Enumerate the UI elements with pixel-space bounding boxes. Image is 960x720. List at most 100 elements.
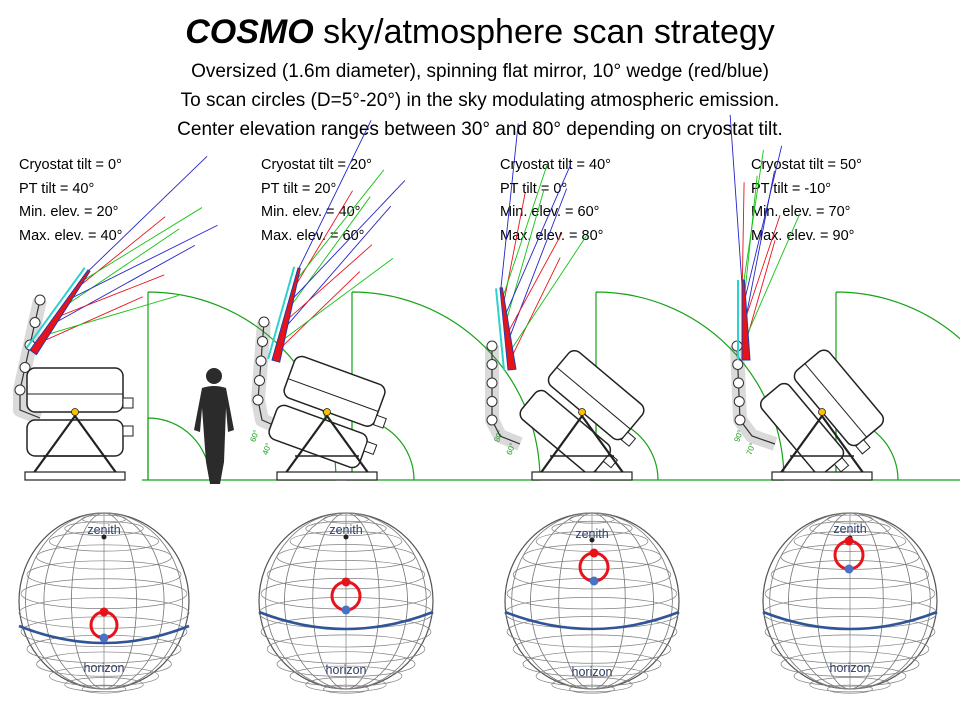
beam-ray — [741, 145, 783, 312]
cryostat-tilt-text: Cryostat tilt = 40° — [500, 157, 611, 173]
cryostat-band — [804, 363, 868, 438]
globe-parallel — [323, 684, 369, 694]
scan-bottom-point — [589, 576, 599, 586]
max-elev-text: Max. elev. = 80° — [500, 227, 604, 244]
tripod — [779, 414, 865, 475]
pulse-tube — [620, 431, 637, 447]
person-silhouette — [194, 368, 234, 484]
globe-parallel — [780, 651, 920, 677]
cryostat — [519, 349, 645, 475]
pivot-bearing — [578, 408, 586, 416]
beam-ray — [503, 189, 545, 330]
person-head — [206, 368, 222, 384]
cryostat — [759, 349, 885, 475]
globe-parallel — [569, 514, 615, 524]
globe-parallel — [276, 651, 416, 677]
globe-parallel — [266, 560, 426, 590]
spinning-mirror — [271, 267, 301, 363]
cryostat-band — [287, 378, 379, 412]
arc-label: 80° — [492, 429, 505, 443]
globe-parallel — [276, 544, 416, 570]
beam-ray — [729, 114, 743, 285]
globe-parallel — [81, 514, 127, 524]
support-ring — [29, 317, 41, 328]
globe-parallel — [793, 665, 907, 687]
cryostat-tilt-text: Cryostat tilt = 50° — [751, 157, 862, 173]
config-0-params: Cryostat tilt = 0° PT tilt = 40° Min. el… — [19, 154, 122, 248]
globe-parallel — [551, 677, 633, 693]
beam-ray — [52, 274, 165, 320]
globe-parallel — [36, 544, 172, 570]
horizon-line — [18, 624, 190, 645]
cryostat-tilt-text: Cryostat tilt = 20° — [261, 157, 372, 173]
tripod — [32, 414, 118, 475]
horizon-label: horizon — [326, 663, 367, 677]
scan-bottom-point — [341, 605, 351, 615]
beam-ray — [293, 169, 385, 284]
support-ring — [14, 384, 26, 396]
beam-ray — [741, 213, 801, 347]
zenith-point — [101, 534, 107, 540]
inner-arc — [147, 417, 211, 481]
pulse-tube — [833, 457, 850, 473]
subtitle-line-3: Center elevation ranges between 30° and … — [177, 119, 783, 140]
pulse-tube — [602, 452, 619, 469]
beam-ray — [284, 196, 371, 315]
globe-parallel — [49, 531, 159, 552]
support-ring — [733, 396, 745, 407]
support-ring — [258, 316, 270, 328]
globe-parallel — [764, 616, 936, 648]
scan-top-point — [341, 577, 351, 587]
pt-tilt-text: PT tilt = 20° — [261, 180, 337, 197]
globe-parallel — [793, 530, 907, 552]
instrument-0: 20°40° — [13, 156, 337, 481]
spinning-mirror — [499, 287, 517, 371]
max-elev-text: Max. elev. = 40° — [19, 227, 123, 244]
beam-ray — [84, 156, 208, 275]
globe-parallel — [770, 634, 930, 664]
beam-ray — [504, 232, 563, 339]
page-title: COSMO sky/atmosphere scan strategy — [0, 12, 960, 52]
pulse-tube — [363, 440, 378, 456]
cryostat-lower — [759, 382, 845, 475]
support-ring — [486, 340, 498, 352]
beam-ray — [287, 180, 406, 305]
globe-parallel — [289, 530, 403, 552]
tripod — [539, 414, 625, 475]
support-ring — [257, 336, 268, 347]
pivot-bearing — [323, 408, 331, 416]
globe-parallel — [26, 560, 182, 589]
zenith-label: zenith — [87, 523, 120, 537]
globe-parallel — [18, 597, 190, 629]
beam-ray — [500, 164, 548, 302]
title-rest: sky/atmosphere scan strategy — [313, 13, 775, 51]
pt-tilt-text: PT tilt = 40° — [19, 180, 95, 197]
min-elev-text: Min. elev. = 20° — [19, 204, 119, 220]
globe-parallel — [569, 684, 615, 694]
pulse-tube — [855, 439, 871, 455]
cryostat-lower — [26, 419, 124, 457]
cryostat-lower — [519, 389, 612, 475]
horizon-label: horizon — [572, 665, 613, 679]
support-ring — [486, 414, 498, 426]
base-plate — [24, 471, 126, 481]
spinning-mirror — [741, 279, 751, 361]
mirror-edge — [267, 266, 296, 360]
globe-meridian — [265, 512, 427, 690]
outer-arc — [595, 291, 785, 481]
cryostat — [26, 367, 134, 457]
beam-ray — [507, 257, 561, 366]
config-3-params: Cryostat tilt = 50° PT tilt = -10° Min. … — [751, 154, 862, 248]
pulse-tube — [122, 425, 134, 437]
beam-ray — [273, 271, 361, 356]
globe-parallel — [512, 560, 672, 590]
globe-parallel — [323, 514, 369, 524]
globe-parallel — [64, 677, 144, 693]
tripod — [284, 414, 370, 475]
max-elev-text: Max. elev. = 90° — [751, 227, 855, 244]
beam-ray — [33, 296, 144, 346]
beam-ray — [741, 214, 781, 330]
